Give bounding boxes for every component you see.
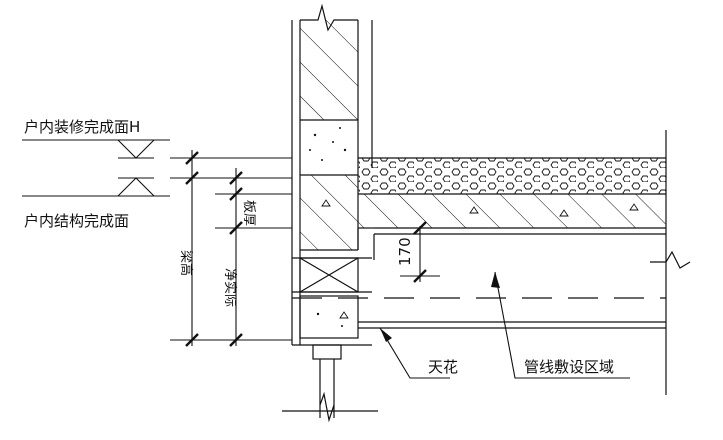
label-clear-height: 净实际 [222, 268, 237, 307]
label-pipe-zone: 管线敷设区域 [524, 358, 614, 376]
label-dim-170: 170 [396, 237, 414, 266]
leader-arrowheads [380, 272, 500, 342]
label-finish-face: 户内装修完成面H [24, 118, 140, 136]
reference-lines [22, 139, 440, 346]
label-struct-face: 户内结构完成面 [24, 212, 129, 230]
concrete-dots [309, 127, 347, 327]
label-beam-height: 梁高 [178, 250, 194, 276]
label-slab-thickness: 板厚 [241, 200, 256, 226]
leaders [379, 271, 630, 379]
slab-aggregates [321, 199, 639, 319]
floor-slab [357, 130, 691, 395]
label-ceiling: 天花 [428, 358, 458, 376]
dimension-ticks [185, 151, 427, 347]
wall [282, 3, 378, 423]
